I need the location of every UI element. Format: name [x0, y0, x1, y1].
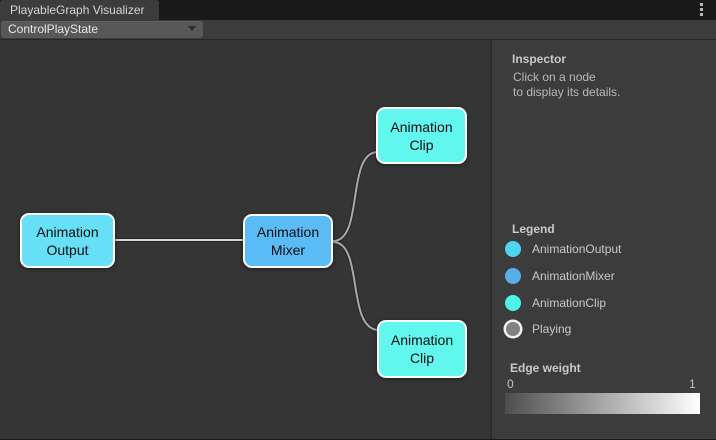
content-split: Animation Output Animation Mixer Animati…	[0, 40, 716, 439]
legend-label: Playing	[532, 321, 572, 336]
legend-label: AnimationMixer	[532, 268, 615, 283]
chevron-down-icon	[188, 26, 196, 31]
legend-item-animation-output: AnimationOutput	[505, 240, 621, 257]
node-label: Animation Mixer	[256, 224, 320, 258]
node-animation-output[interactable]: Animation Output	[20, 213, 115, 268]
node-animation-mixer[interactable]: Animation Mixer	[243, 214, 333, 268]
inspector-hint: Click on a node to display its details.	[513, 70, 620, 100]
legend-swatch-animation-output	[505, 240, 521, 257]
graph-selector-value: ControlPlayState	[8, 22, 99, 36]
graph-selector-dropdown[interactable]: ControlPlayState	[1, 21, 203, 38]
edge-mixer-to-clip-bottom	[332, 241, 379, 331]
inspector-panel: Inspector Click on a node to display its…	[490, 40, 716, 439]
node-animation-clip-bottom[interactable]: Animation Clip	[377, 320, 467, 378]
edge-weight-gradient	[505, 393, 700, 414]
graph-canvas[interactable]: Animation Output Animation Mixer Animati…	[0, 40, 490, 439]
edge-weight-max-label: 1	[689, 377, 696, 391]
legend-item-playing: Playing	[505, 320, 571, 337]
legend-title: Legend	[512, 222, 555, 236]
inspector-hint-line2: to display its details.	[513, 85, 621, 99]
tab-playablegraph-visualizer[interactable]: PlayableGraph Visualizer	[0, 0, 159, 20]
legend-label: AnimationClip	[532, 295, 607, 310]
tab-bar: PlayableGraph Visualizer	[0, 0, 716, 20]
edge-mixer-to-clip-top	[332, 151, 378, 242]
edges-layer	[113, 150, 380, 332]
toolbar: ControlPlayState	[0, 20, 716, 40]
node-label: Animation Clip	[390, 332, 454, 366]
node-label: Animation Output	[36, 223, 99, 258]
legend-item-animation-mixer: AnimationMixer	[505, 267, 615, 284]
node-animation-clip-top[interactable]: Animation Clip	[376, 107, 467, 164]
legend-swatch-playing	[506, 321, 520, 336]
inspector-title: Inspector	[512, 52, 567, 66]
tab-title: PlayableGraph Visualizer	[10, 3, 145, 17]
node-label: Animation Clip	[390, 118, 453, 153]
legend-item-animation-clip: AnimationClip	[505, 294, 606, 311]
legend-swatch-animation-mixer	[505, 267, 521, 284]
inspector-hint-line1: Click on a node	[513, 70, 596, 84]
legend-swatch-animation-clip	[505, 294, 521, 311]
kebab-menu-icon[interactable]	[700, 3, 704, 16]
legend-label: AnimationOutput	[532, 241, 622, 256]
edge-weight-min-label: 0	[507, 377, 514, 391]
edge-weight-title: Edge weight	[510, 361, 581, 375]
